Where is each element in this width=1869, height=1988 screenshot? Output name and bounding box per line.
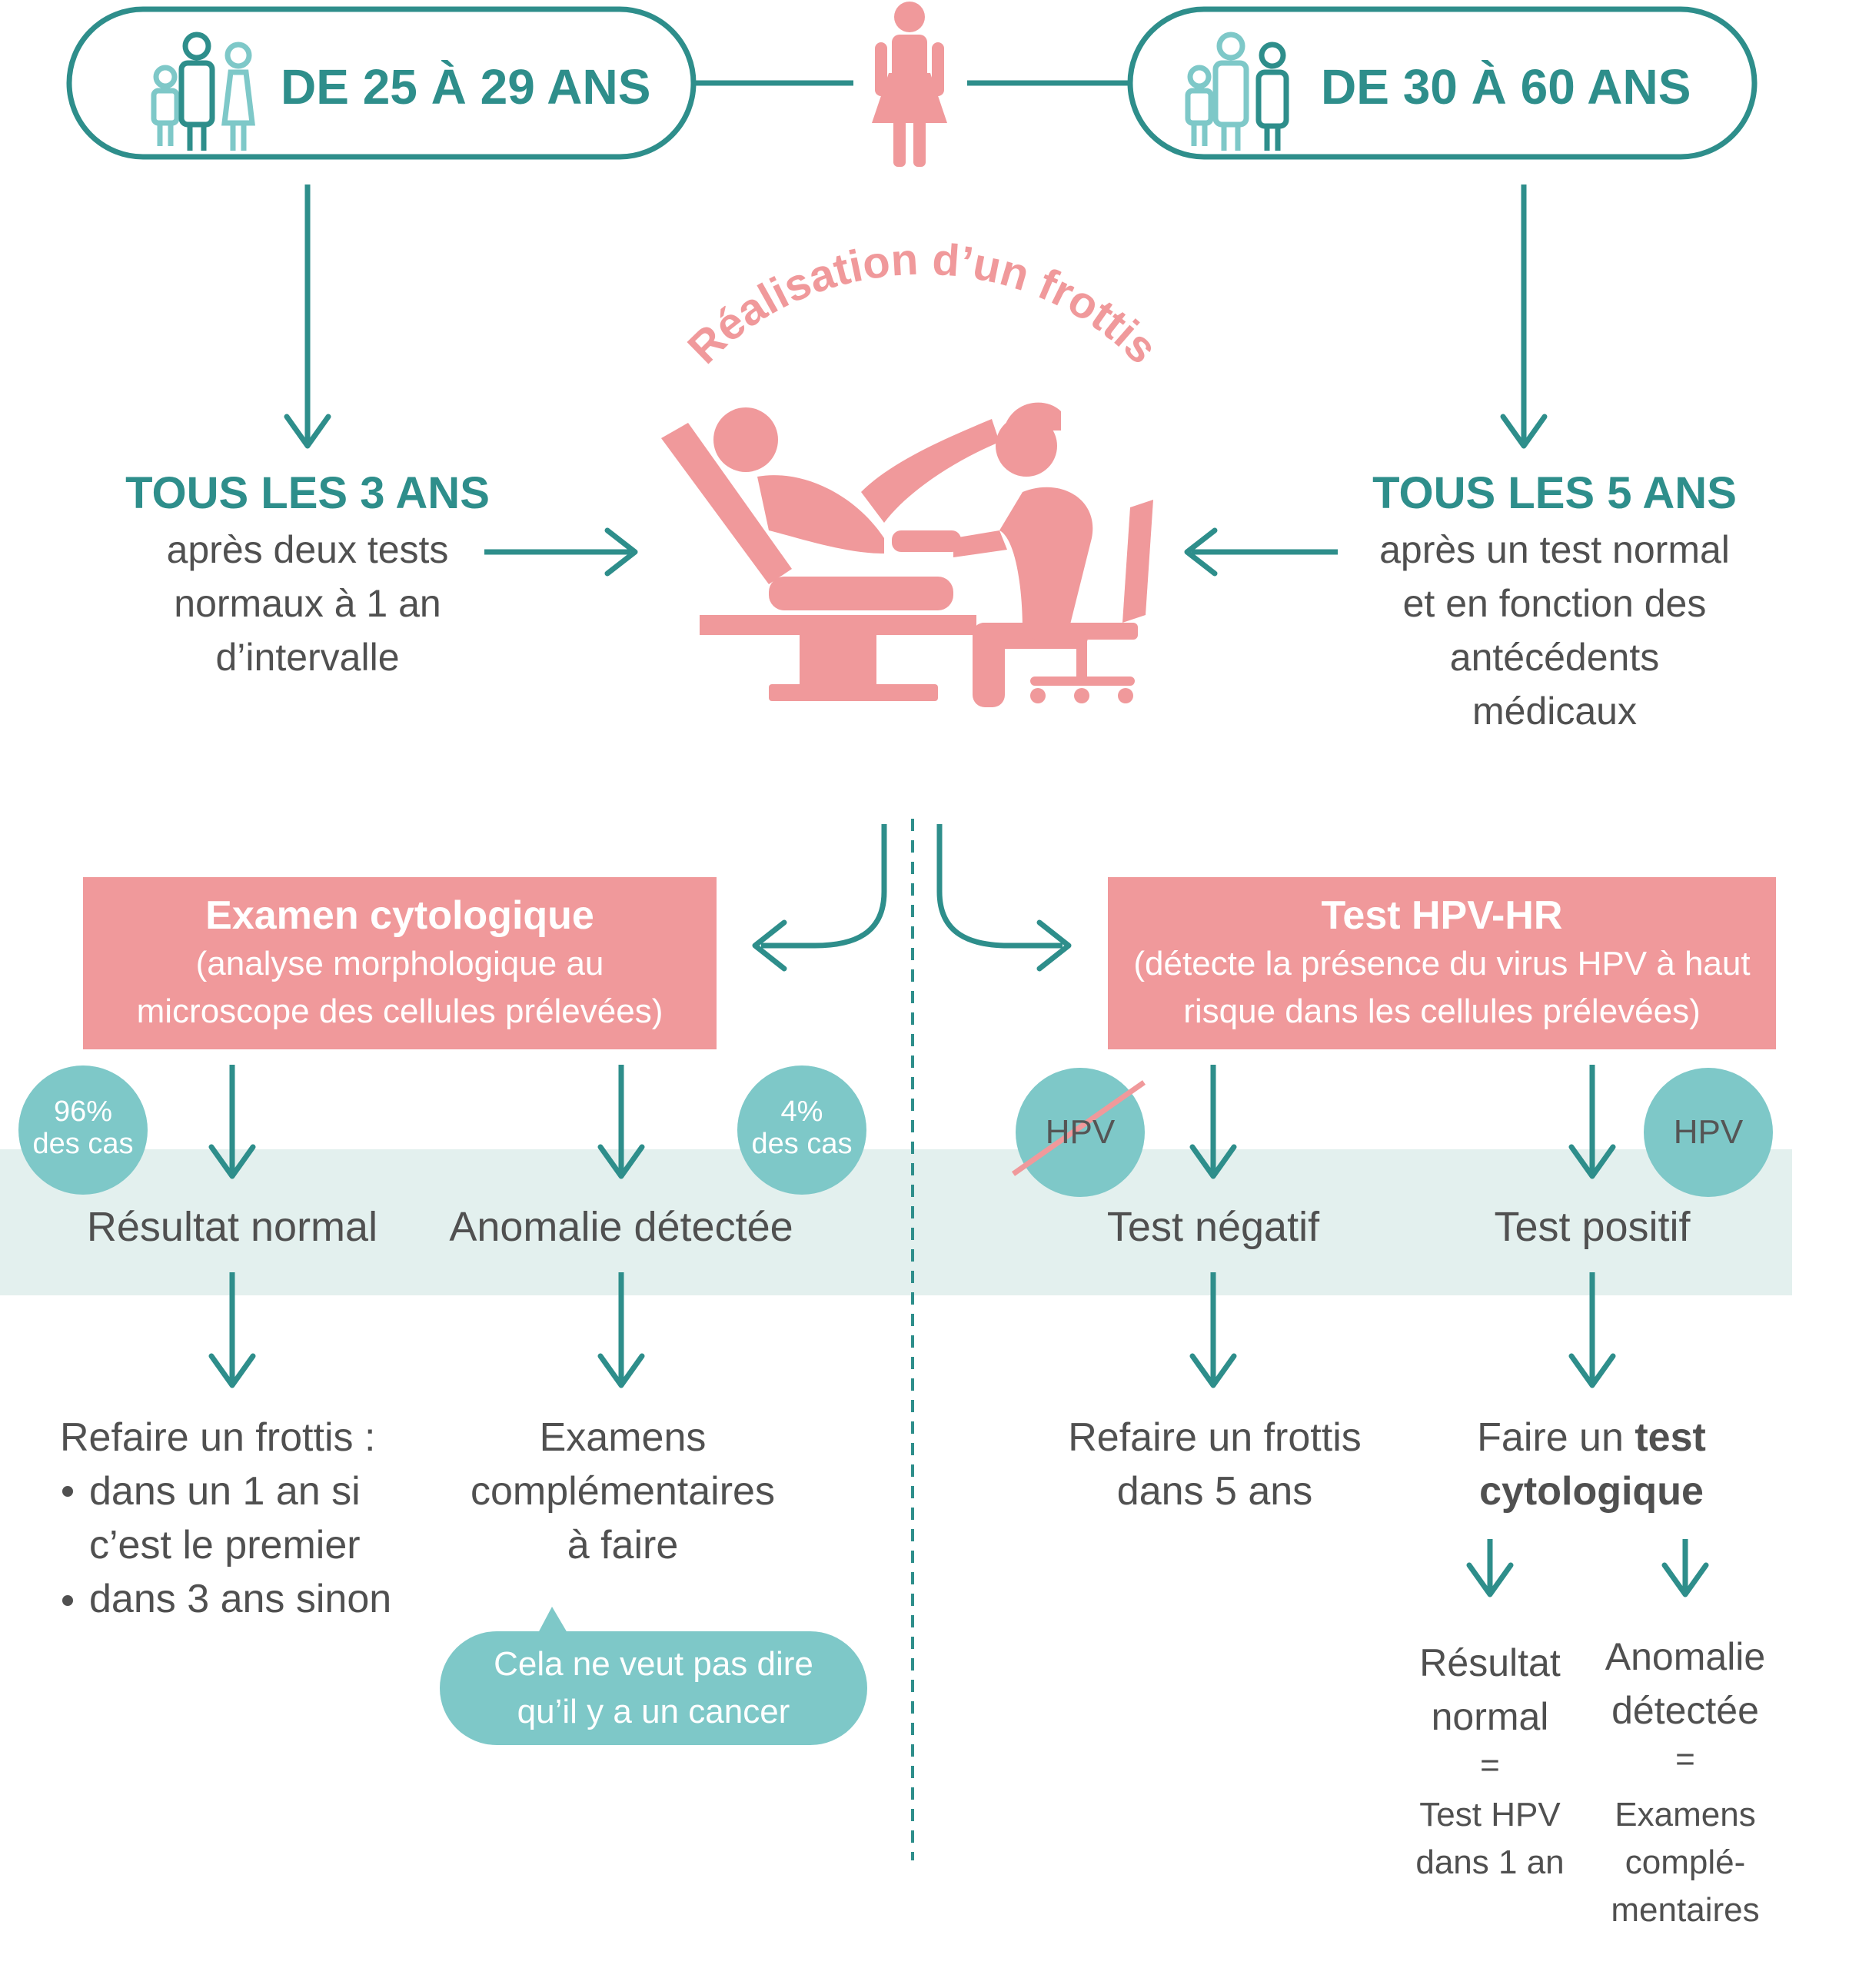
anomaly-outcome-line: Examens bbox=[539, 1415, 707, 1460]
normal-outcome-bullet: dans 3 ans sinon bbox=[89, 1577, 392, 1621]
sub-normal-line: normal bbox=[1431, 1695, 1549, 1738]
hpv-test-desc-line: (détecte la présence du virus HPV à haut bbox=[1133, 945, 1751, 982]
sub-anomaly-next-line: mentaires bbox=[1611, 1891, 1760, 1929]
bullet-dot bbox=[62, 1486, 73, 1497]
hpv-negative-label: HPV bbox=[1045, 1113, 1116, 1151]
cytology-title: Examen cytologique bbox=[205, 893, 594, 938]
hpv-test-title: Test HPV-HR bbox=[1321, 893, 1563, 938]
anomaly-detected-label: Anomalie détectée bbox=[449, 1204, 793, 1250]
normal-outcome-bullet: dans un 1 an si bbox=[89, 1469, 361, 1514]
sub-normal-next: Test HPV dans 1 an bbox=[1367, 1791, 1613, 1887]
left-frequency-text: après deux tests normaux à 1 an d’interv… bbox=[115, 523, 500, 684]
badge-96-cases: des cas bbox=[32, 1128, 134, 1160]
reassurance-bubble bbox=[440, 1631, 867, 1745]
sub-anomaly-title: Anomalie détectée bbox=[1562, 1630, 1808, 1737]
positive-outcome-bold: test bbox=[1635, 1415, 1706, 1460]
right-frequency-line: médicaux bbox=[1472, 690, 1637, 733]
anomaly-outcome-text: Examens complémentaires à faire bbox=[431, 1411, 815, 1572]
sub-anomaly-line: Anomalie bbox=[1605, 1635, 1766, 1678]
badge-96-circle bbox=[18, 1065, 148, 1195]
sub-anomaly-next: Examens complé- mentaires bbox=[1562, 1791, 1808, 1934]
badge-4-value: 4% bbox=[780, 1095, 823, 1128]
age-right-label: DE 30 À 60 ANS bbox=[1321, 59, 1691, 115]
reassurance-line: qu’il y a un cancer bbox=[517, 1693, 790, 1730]
bullet-dot bbox=[62, 1595, 73, 1606]
sub-normal-next-line: dans 1 an bbox=[1415, 1843, 1565, 1881]
badge-96-value: 96% bbox=[53, 1095, 113, 1128]
hpv-positive-circle bbox=[1644, 1068, 1773, 1197]
normal-outcome-bullet: c’est le premier bbox=[89, 1523, 361, 1567]
right-frequency-line: après un test normal bbox=[1379, 528, 1730, 571]
positive-outcome-bold: cytologique bbox=[1479, 1469, 1704, 1514]
sub-anomaly-next-line: Examens bbox=[1615, 1796, 1756, 1833]
badge-4-cases: des cas bbox=[751, 1128, 853, 1160]
right-frequency-text: après un test normal et en fonction des … bbox=[1324, 523, 1785, 738]
hpv-negative-circle bbox=[1016, 1068, 1145, 1197]
cytology-desc-line: microscope des cellules prélevées) bbox=[136, 992, 663, 1030]
left-frequency-line: d’intervalle bbox=[215, 636, 400, 679]
test-positive-label: Test positif bbox=[1494, 1204, 1691, 1250]
hpv-positive-label: HPV bbox=[1673, 1113, 1744, 1151]
sub-normal-title: Résultat normal bbox=[1367, 1636, 1613, 1744]
positive-outcome-prefix: Faire un bbox=[1477, 1415, 1635, 1460]
hpv-strike-line bbox=[1011, 1080, 1146, 1176]
negative-outcome-text: Refaire un frottis dans 5 ans bbox=[1023, 1411, 1407, 1518]
sub-normal-line: Résultat bbox=[1419, 1641, 1561, 1684]
left-frequency-title: TOUS LES 3 ANS bbox=[125, 468, 490, 518]
result-normal-label: Résultat normal bbox=[86, 1204, 378, 1250]
cytology-desc-line: (analyse morphologique au bbox=[195, 945, 604, 982]
age-left-label: DE 25 À 29 ANS bbox=[281, 59, 651, 115]
hpv-test-box: Test HPV-HR (détecte la présence du viru… bbox=[1108, 877, 1776, 1049]
result-band bbox=[0, 1149, 1792, 1295]
curved-arrow-right bbox=[936, 824, 1063, 949]
cytology-box: Examen cytologique (analyse morphologiqu… bbox=[83, 877, 717, 1049]
badge-4-label: 4% des cas bbox=[737, 1095, 866, 1160]
positive-outcome-text: Faire un test cytologique bbox=[1399, 1411, 1784, 1518]
test-negative-label: Test négatif bbox=[1106, 1204, 1320, 1250]
right-frequency-title: TOUS LES 5 ANS bbox=[1372, 468, 1737, 518]
reassurance-line: Cela ne veut pas dire bbox=[494, 1645, 813, 1683]
anomaly-outcome-line: complémentaires bbox=[471, 1469, 775, 1514]
gyneco-exam-illustration bbox=[661, 402, 1153, 707]
sub-anomaly-next-line: complé- bbox=[1625, 1843, 1746, 1881]
normal-outcome-text: Refaire un frottis : dans un 1 an si c’e… bbox=[60, 1411, 391, 1626]
hpv-test-desc-line: risque dans les cellules prélevées) bbox=[1183, 992, 1701, 1030]
sub-normal-equals: = bbox=[1480, 1747, 1500, 1784]
right-frequency-line: et en fonction des bbox=[1402, 582, 1707, 625]
badge-4-circle bbox=[737, 1065, 866, 1195]
arc-title: Réalisation d’un frottis bbox=[678, 234, 1167, 374]
badge-96-label: 96% des cas bbox=[18, 1095, 148, 1160]
right-frequency-line: antécédents bbox=[1449, 636, 1660, 679]
sub-anomaly-equals: = bbox=[1675, 1740, 1695, 1778]
family-icon-left bbox=[151, 32, 255, 151]
sub-anomaly-line: détectée bbox=[1611, 1689, 1759, 1732]
sub-normal-next-line: Test HPV bbox=[1419, 1796, 1561, 1833]
normal-outcome-title: Refaire un frottis : bbox=[60, 1415, 376, 1460]
left-frequency-line: normaux à 1 an bbox=[174, 582, 441, 625]
negative-outcome-line: dans 5 ans bbox=[1116, 1469, 1313, 1514]
woman-icon bbox=[872, 2, 947, 167]
anomaly-outcome-line: à faire bbox=[567, 1523, 679, 1567]
negative-outcome-line: Refaire un frottis bbox=[1068, 1415, 1362, 1460]
curved-arrow-left bbox=[761, 824, 887, 949]
reassurance-text: Cela ne veut pas dire qu’il y a un cance… bbox=[440, 1641, 867, 1736]
family-icon-right bbox=[1185, 32, 1289, 151]
left-frequency-line: après deux tests bbox=[166, 528, 449, 571]
